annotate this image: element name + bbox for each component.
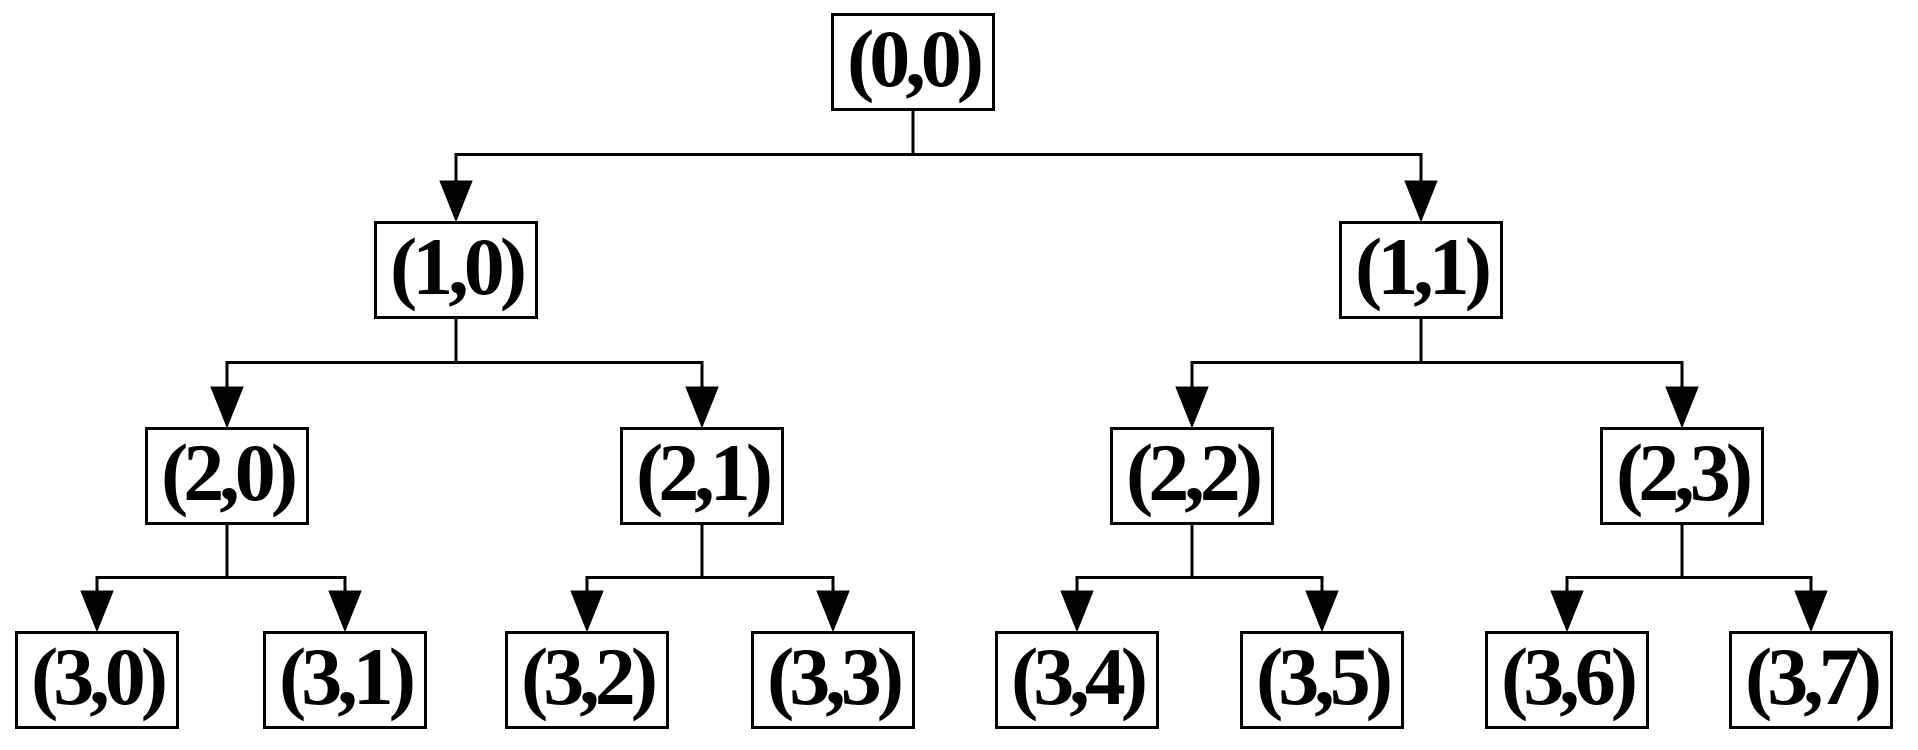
node-3-7: (3,7)	[1729, 631, 1893, 729]
node-3-3: (3,3)	[751, 631, 915, 729]
arrow-down-icon	[80, 590, 114, 633]
node-2-2: (2,2)	[1110, 427, 1274, 525]
edge-group-1-1	[1175, 319, 1699, 429]
node-1-0: (1,0)	[374, 221, 538, 319]
arrow-down-icon	[1404, 180, 1438, 223]
arrow-down-icon	[328, 590, 362, 633]
node-1-1: (1,1)	[1339, 221, 1503, 319]
node-2-0: (2,0)	[145, 427, 309, 525]
arrow-down-icon	[1794, 590, 1828, 633]
edge-group-2-3	[1550, 525, 1828, 633]
node-3-0: (3,0)	[15, 631, 179, 729]
node-2-3: (2,3)	[1600, 427, 1764, 525]
edge-group-root	[439, 111, 1438, 223]
node-0-0: (0,0)	[831, 13, 995, 111]
arrow-down-icon	[685, 386, 719, 429]
edge-group-2-2	[1060, 525, 1339, 633]
arrow-down-icon	[439, 180, 473, 223]
node-3-1: (3,1)	[263, 631, 427, 729]
node-2-1: (2,1)	[620, 427, 784, 525]
arrow-down-icon	[816, 590, 850, 633]
edge-group-1-0	[210, 319, 719, 429]
arrow-down-icon	[1550, 590, 1584, 633]
node-3-4: (3,4)	[995, 631, 1159, 729]
edge-group-2-1	[570, 525, 850, 633]
node-3-2: (3,2)	[505, 631, 669, 729]
arrow-down-icon	[1175, 386, 1209, 429]
arrow-down-icon	[1665, 386, 1699, 429]
arrow-down-icon	[1305, 590, 1339, 633]
arrow-down-icon	[1060, 590, 1094, 633]
arrow-down-icon	[210, 386, 244, 429]
arrow-down-icon	[570, 590, 604, 633]
node-3-6: (3,6)	[1485, 631, 1649, 729]
node-3-5: (3,5)	[1240, 631, 1404, 729]
edge-group-2-0	[80, 525, 362, 633]
